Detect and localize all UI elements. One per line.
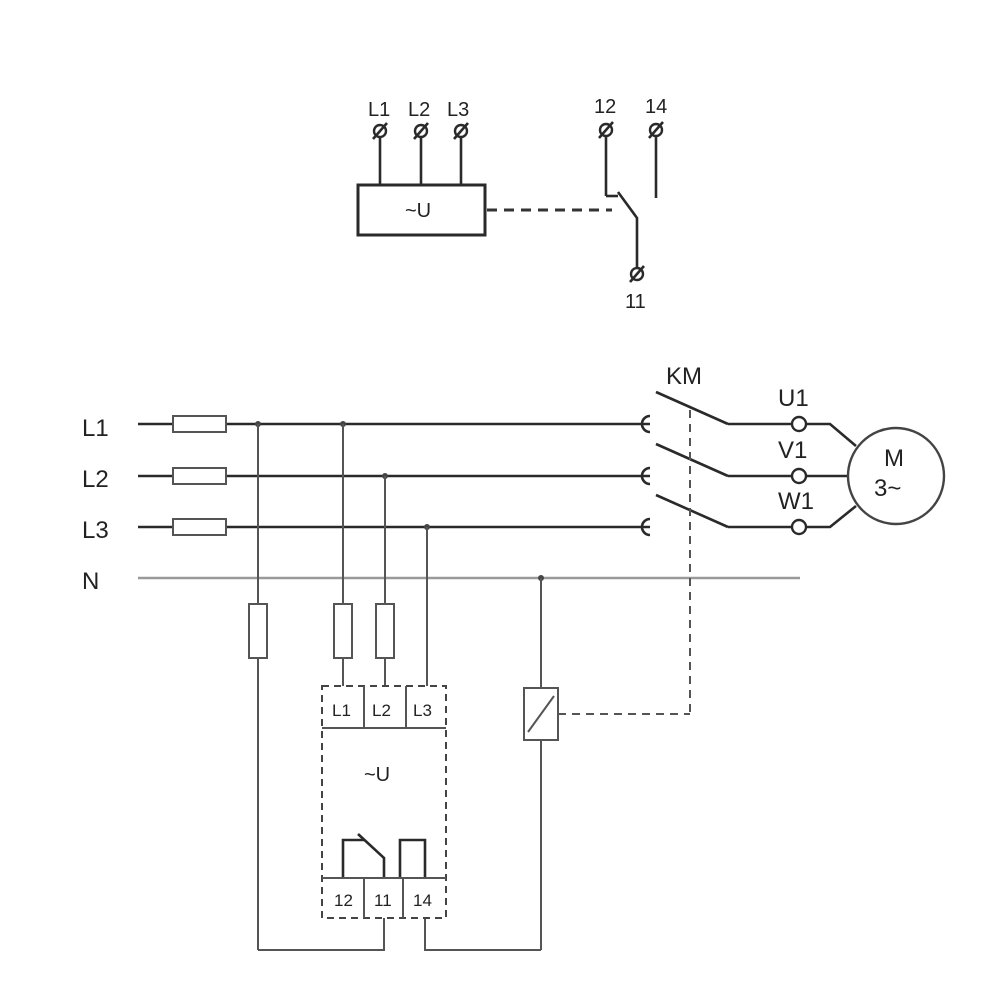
motor-terminal-label: V1 bbox=[778, 437, 807, 464]
motor: M 3~ bbox=[846, 426, 946, 526]
contactor-coil bbox=[424, 578, 690, 951]
symbol-terminal-l1: L1 bbox=[368, 99, 390, 185]
contactor-km: KM bbox=[640, 363, 792, 714]
symbol-changeover-contact: 12 14 11 bbox=[594, 96, 667, 313]
line-label-l3: L3 bbox=[82, 517, 109, 544]
relay-input-label: L1 bbox=[332, 701, 351, 720]
symbol-terminal-l3: L3 bbox=[447, 99, 469, 185]
relay-output-label: 12 bbox=[334, 891, 353, 910]
motor-label: M bbox=[884, 445, 904, 472]
symbol-terminal-label: L2 bbox=[408, 99, 430, 121]
symbol-box-label: ~U bbox=[405, 200, 431, 222]
junction-dots bbox=[255, 421, 544, 581]
contact-label-14: 14 bbox=[645, 96, 667, 118]
motor-phase-label: 3~ bbox=[874, 475, 901, 502]
symbol-box bbox=[356, 183, 487, 237]
relay-label: ~U bbox=[364, 764, 390, 786]
relay-input-label: L3 bbox=[413, 701, 432, 720]
return-wire bbox=[258, 918, 385, 951]
symbol-terminal-label: L1 bbox=[368, 99, 390, 121]
motor-terminal-label: U1 bbox=[778, 385, 809, 412]
relay-input-label: L2 bbox=[372, 701, 391, 720]
symbol-terminal-label: L3 bbox=[447, 99, 469, 121]
line-label-n: N bbox=[82, 568, 99, 595]
relay-symbol: L1 L2 L3 ~U 12 14 bbox=[356, 96, 667, 313]
motor-terminal-label: W1 bbox=[778, 488, 814, 515]
relay-supply-taps bbox=[248, 424, 428, 950]
motor-terminals: U1 V1 W1 bbox=[778, 385, 857, 536]
main-fuses bbox=[172, 415, 227, 536]
contact-label-11: 11 bbox=[625, 291, 646, 313]
contact-label-12: 12 bbox=[594, 96, 616, 118]
line-label-l1: L1 bbox=[82, 415, 109, 442]
symbol-terminal-l2: L2 bbox=[408, 99, 430, 185]
contactor-label: KM bbox=[666, 363, 702, 390]
line-label-l2: L2 bbox=[82, 466, 109, 493]
relay-output-label: 14 bbox=[413, 891, 432, 910]
relay-output-label: 11 bbox=[374, 891, 392, 910]
monitoring-relay: L1 L2 L3 ~U 12 11 14 bbox=[321, 685, 447, 919]
